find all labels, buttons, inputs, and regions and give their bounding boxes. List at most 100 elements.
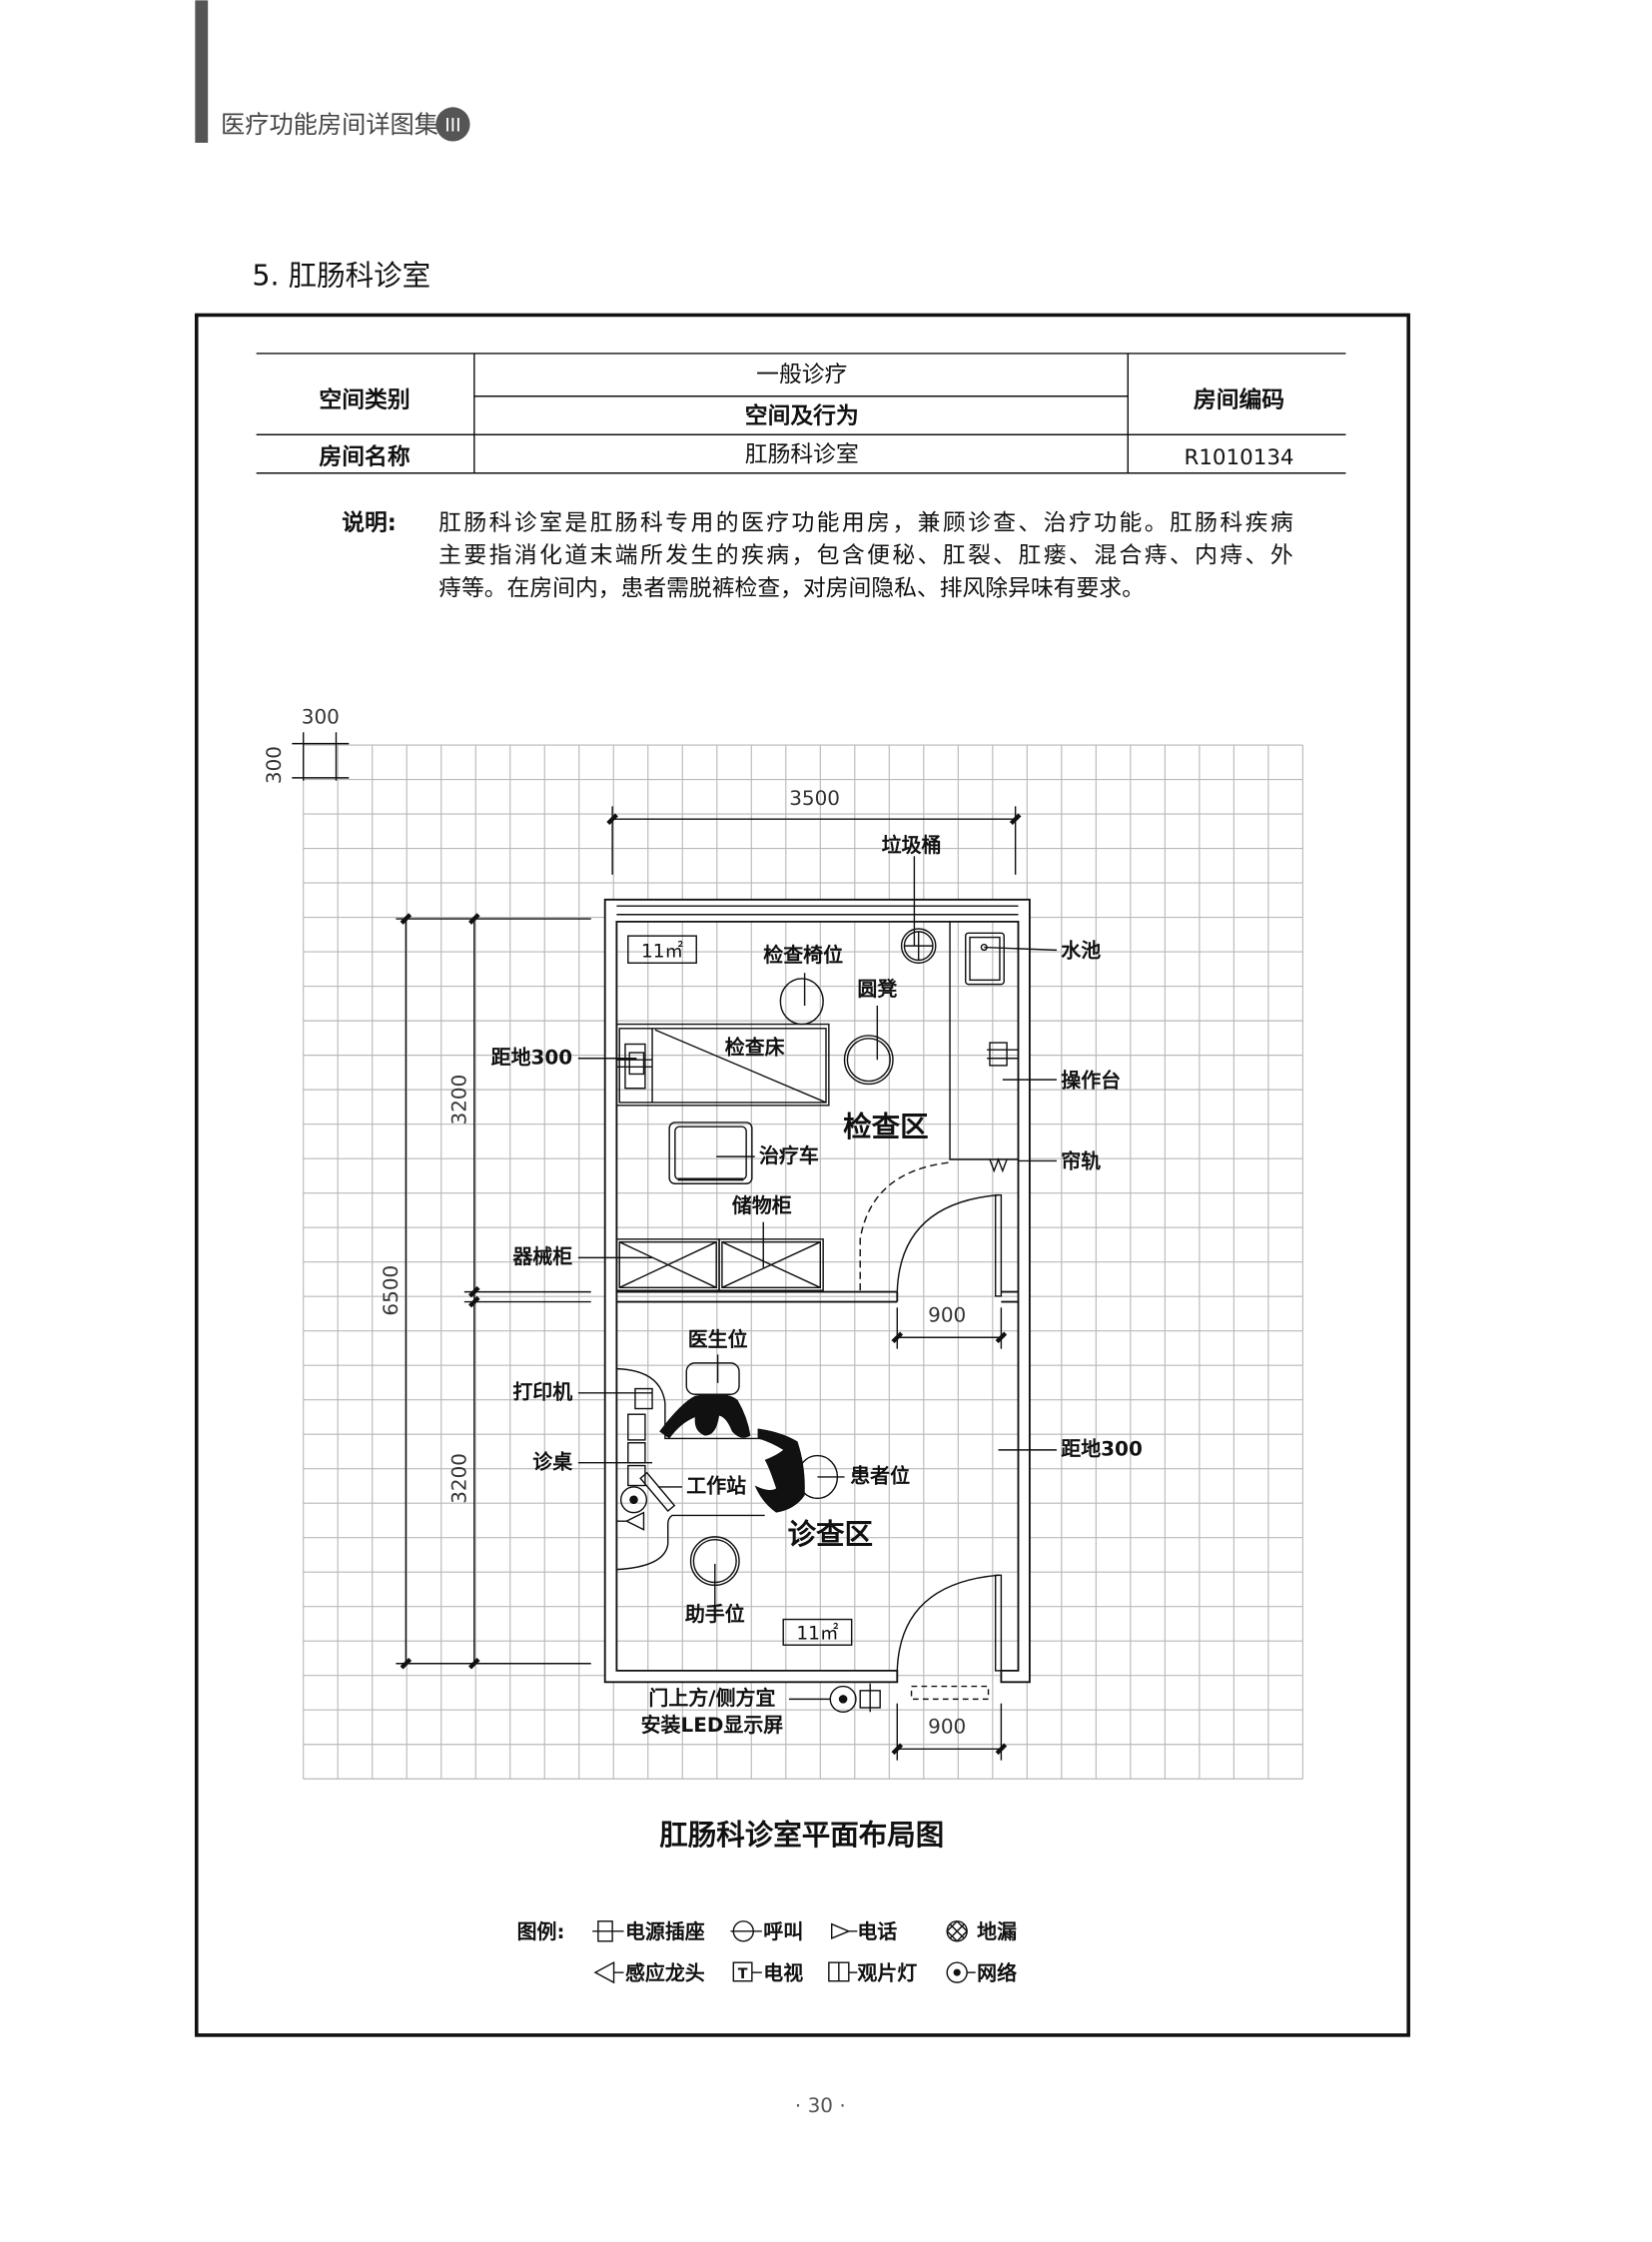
legend-item: 网络 bbox=[977, 1960, 1017, 1984]
label-led-2: 安装LED显示屏 bbox=[641, 1713, 784, 1737]
label-led-1: 门上方/侧方宜 bbox=[648, 1686, 775, 1710]
grid-scale-v: 300 bbox=[262, 746, 286, 784]
exam-chair-icon bbox=[779, 978, 824, 1026]
header-bar bbox=[195, 0, 209, 143]
storage-cabinet-icon bbox=[718, 1238, 824, 1291]
room-code-label: 房间编码 bbox=[1194, 386, 1284, 413]
dim-upper: 3200 bbox=[446, 1075, 470, 1125]
sensor-faucet-icon bbox=[593, 1960, 624, 1984]
dim-width: 3500 bbox=[789, 786, 840, 810]
power-socket-icon bbox=[987, 1042, 1019, 1067]
sensor-faucet-icon bbox=[616, 1511, 645, 1531]
doctor-chair-icon bbox=[685, 1362, 740, 1395]
label-socket-right: 距地300 bbox=[1061, 1437, 1143, 1461]
curtain-rail-icon bbox=[859, 1156, 1008, 1291]
space-category-value: 一般诊疗 bbox=[756, 362, 847, 387]
trash-bin-icon bbox=[900, 928, 937, 964]
power-socket-icon bbox=[616, 1052, 653, 1076]
doctor-figure bbox=[659, 1393, 751, 1439]
area-upper: 11㎡ bbox=[641, 941, 684, 963]
label-printer: 打印机 bbox=[512, 1380, 572, 1404]
plan-caption: 肛肠科诊室平面布局图 bbox=[659, 1819, 944, 1852]
description-line: 主要指消化道末端所发生的疾病，包含便秘、肛裂、肛瘘、混合痔、内痔、外 bbox=[438, 543, 1293, 569]
label-instrument: 器械柜 bbox=[511, 1244, 572, 1268]
network-outlet-icon bbox=[619, 1486, 648, 1514]
floor-drain-icon bbox=[946, 1920, 968, 1942]
instrument-cabinet-icon bbox=[615, 1238, 720, 1291]
label-trash: 垃圾桶 bbox=[882, 833, 942, 857]
legend-item: 电视 bbox=[763, 1960, 803, 1984]
section-title: 5. 肛肠科诊室 bbox=[252, 260, 430, 293]
grid-scale: 300 300 bbox=[262, 705, 350, 784]
label-assistant: 助手位 bbox=[685, 1602, 745, 1626]
led-display-icon bbox=[910, 1685, 990, 1701]
legend-title: 图例: bbox=[517, 1919, 565, 1943]
page-number: · 30 · bbox=[795, 2093, 846, 2117]
label-exam-bed: 检查床 bbox=[725, 1035, 785, 1059]
legend-item: 呼叫 bbox=[763, 1919, 803, 1943]
power-socket-icon bbox=[592, 1920, 624, 1942]
dim-lower: 3200 bbox=[446, 1453, 470, 1504]
film-viewer-icon bbox=[828, 1961, 858, 1982]
printer-workstation-icon bbox=[627, 1387, 676, 1513]
dim-door-outer: 900 bbox=[928, 1715, 966, 1739]
space-category-label: 空间类别 bbox=[319, 386, 410, 413]
door-lower bbox=[896, 1574, 1003, 1672]
content-frame bbox=[194, 313, 1410, 2037]
label-storage: 储物柜 bbox=[732, 1193, 792, 1217]
counter-outline bbox=[949, 921, 1019, 1160]
network-outlet-icon bbox=[829, 1685, 857, 1713]
treatment-cart-icon bbox=[668, 1121, 753, 1184]
zone-consult: 诊查区 bbox=[788, 1518, 874, 1551]
svg-text:T: T bbox=[738, 1966, 748, 1982]
volume-number: III bbox=[444, 116, 460, 137]
info-table: 空间类别 一般诊疗 空间及行为 房间编码 房间名称 肛肠科诊室 R1010134 bbox=[256, 353, 1346, 474]
label-doctor: 医生位 bbox=[688, 1327, 748, 1351]
walls bbox=[603, 898, 1031, 1684]
label-desk: 诊桌 bbox=[532, 1449, 572, 1473]
label-stool: 圆凳 bbox=[857, 977, 897, 1001]
patient-figure bbox=[754, 1428, 805, 1513]
phone-icon bbox=[830, 1922, 858, 1940]
room-name-label: 房间名称 bbox=[319, 443, 410, 470]
area-lower-box bbox=[782, 1618, 853, 1646]
label-patient: 患者位 bbox=[850, 1464, 910, 1488]
label-counter: 操作台 bbox=[1061, 1068, 1121, 1092]
description-line: 肛肠科诊室是肛肠科专用的医疗功能用房，兼顾诊查、治疗功能。肛肠科疾病 bbox=[438, 510, 1293, 536]
area-lower: 11㎡ bbox=[796, 1623, 839, 1645]
label-cart: 治疗车 bbox=[759, 1143, 819, 1167]
area-upper-box bbox=[627, 935, 697, 964]
dim-total: 6500 bbox=[379, 1265, 403, 1316]
label-exam-chair: 检查椅位 bbox=[763, 943, 843, 967]
description-line: 痔等。在房间内，患者需脱裤检查，对房间隐私、排风除异味有要求。 bbox=[438, 575, 1145, 601]
door-upper bbox=[896, 1193, 1003, 1297]
network-icon bbox=[946, 1961, 976, 1983]
grid-scale-h: 300 bbox=[302, 705, 340, 729]
book-title: 医疗功能房间详图集 bbox=[221, 111, 438, 139]
label-workstation: 工作站 bbox=[686, 1474, 746, 1498]
round-stool-icon bbox=[843, 1035, 894, 1086]
legend-item: 电话 bbox=[857, 1919, 897, 1943]
consult-desk-outline bbox=[616, 1367, 765, 1571]
label-curtain: 帘轨 bbox=[1061, 1149, 1101, 1173]
legend-item: 观片灯 bbox=[857, 1960, 917, 1984]
room-code-value: R1010134 bbox=[1184, 445, 1293, 470]
label-socket-left: 距地300 bbox=[491, 1045, 573, 1069]
label-sink: 水池 bbox=[1061, 939, 1101, 963]
space-behavior-label: 空间及行为 bbox=[745, 402, 859, 429]
room-name-value: 肛肠科诊室 bbox=[745, 441, 859, 467]
description: 说明: 肛肠科诊室是肛肠科专用的医疗功能用房，兼顾诊查、治疗功能。肛肠科疾病 主… bbox=[342, 509, 1293, 602]
description-label: 说明: bbox=[342, 509, 397, 536]
floor-plan: 300 300 3500 6500 3200 3200 bbox=[262, 705, 1303, 1852]
legend-item: 电源插座 bbox=[625, 1919, 705, 1943]
tv-icon: T bbox=[732, 1961, 762, 1982]
legend-item: 地漏 bbox=[977, 1919, 1017, 1943]
call-icon bbox=[730, 1920, 762, 1942]
zone-exam: 检查区 bbox=[843, 1111, 929, 1143]
legend-item: 感应龙头 bbox=[625, 1960, 705, 1984]
film-viewer-icon bbox=[859, 1683, 881, 1713]
legend: 图例: 电源插座 呼叫 电话 地漏 感应龙头 T 电视 观片灯 网络 bbox=[517, 1919, 1018, 1984]
sink-icon bbox=[965, 932, 1005, 986]
volume-badge bbox=[435, 107, 470, 142]
